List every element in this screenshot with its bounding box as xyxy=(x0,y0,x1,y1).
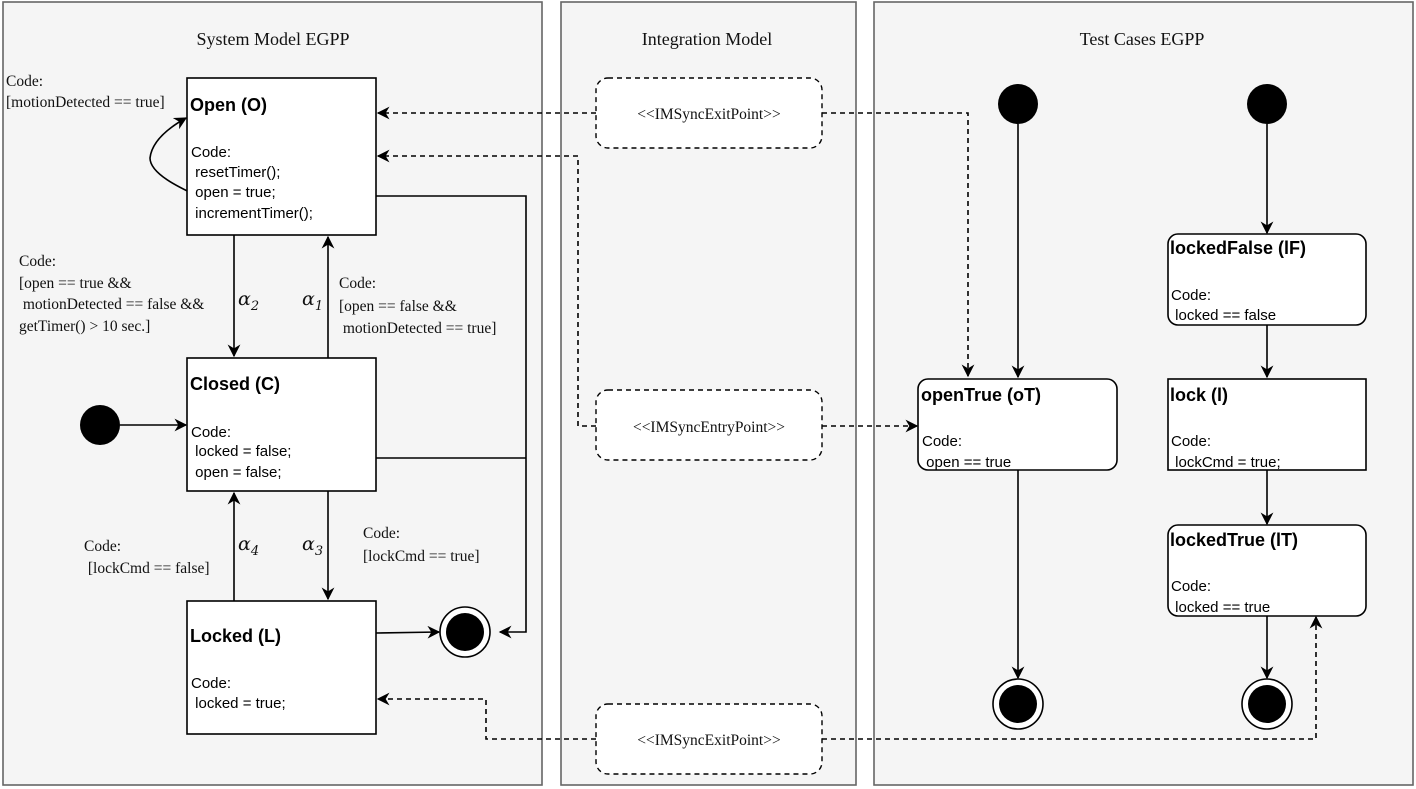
guard-alpha2-3: getTimer() > 10 sec.] xyxy=(19,318,150,335)
system-model-title: System Model EGPP xyxy=(196,29,349,49)
state-opentrue xyxy=(917,378,1118,471)
system-initial-node xyxy=(80,405,120,445)
guard-alpha2-1: [open == true && xyxy=(19,275,132,292)
alpha1-label: α1 xyxy=(302,288,323,314)
state-lockedtrue-name: lockedTrue (lT) xyxy=(1170,530,1298,550)
self-loop-transition xyxy=(149,117,201,198)
test1-final-node-core xyxy=(999,685,1037,723)
state-lockedtrue-code-0: Code: xyxy=(1171,578,1211,595)
state-closed-code-1: locked = false; xyxy=(191,443,291,460)
guard-alpha3-0: Code: xyxy=(363,525,400,542)
state-opentrue-code-1: open == true xyxy=(922,454,1011,471)
guard-alpha1-2: motionDetected == true] xyxy=(339,320,496,337)
state-lock xyxy=(1167,378,1367,471)
guard-alpha2-2: motionDetected == false && xyxy=(19,296,204,313)
integration-model-title: Integration Model xyxy=(642,29,772,49)
state-locked-code-0: Code: xyxy=(191,675,231,692)
state-open-code-0: Code: xyxy=(191,144,231,161)
sync-exit-top-to-opentrue xyxy=(822,112,975,378)
sync-exit-point-bottom xyxy=(595,703,823,775)
open-to-final-transition xyxy=(376,195,527,639)
alpha4-label: α4 xyxy=(238,533,259,559)
state-locked-name: Locked (L) xyxy=(190,626,281,646)
state-locked xyxy=(186,600,377,735)
state-closed-name: Closed (C) xyxy=(190,374,280,394)
state-open-code-3: incrementTimer(); xyxy=(191,205,313,222)
state-lock-code-1: lockCmd = true; xyxy=(1171,454,1281,471)
sync-entry-point xyxy=(595,389,823,461)
state-open-name: Open (O) xyxy=(190,95,267,115)
state-lockedtrue-code-1: locked == true xyxy=(1171,599,1270,616)
guard-self-1: [motionDetected == true] xyxy=(6,94,165,111)
state-closed-code-0: Code: xyxy=(191,424,231,441)
state-lock-code-0: Code: xyxy=(1171,433,1211,450)
state-lockedfalse-name: lockedFalse (lF) xyxy=(1170,238,1306,258)
state-lockedfalse-code-1: locked == false xyxy=(1171,307,1276,324)
sync-exit-point-bottom-label: <<IMSyncExitPoint>> xyxy=(637,732,780,749)
guard-alpha1-0: Code: xyxy=(339,275,376,292)
state-closed xyxy=(186,357,377,492)
state-opentrue-code-0: Code: xyxy=(922,433,962,450)
sync-exit-bottom-to-lockedtrue xyxy=(822,615,1323,740)
system-final-node-core xyxy=(446,613,484,651)
state-closed-code-2: open = false; xyxy=(191,464,281,481)
test2-final-node-core xyxy=(1248,685,1286,723)
sync-exit-point-top-label: <<IMSyncExitPoint>> xyxy=(637,106,780,123)
state-lockedtrue xyxy=(1167,524,1367,617)
guard-alpha4-0: Code: xyxy=(84,538,121,555)
alpha2-label: α2 xyxy=(238,288,259,314)
state-locked-code-1: locked = true; xyxy=(191,695,286,712)
state-open-code-1: resetTimer(); xyxy=(191,164,280,181)
sync-exit-bottom-to-locked xyxy=(376,692,596,740)
sync-exit-point-top xyxy=(595,77,823,149)
guard-alpha4-1: [lockCmd == false] xyxy=(84,560,210,577)
test2-initial-node xyxy=(1247,84,1287,124)
test1-initial-node xyxy=(998,84,1038,124)
state-lockedfalse xyxy=(1167,233,1367,326)
guard-alpha3-1: [lockCmd == true] xyxy=(363,548,480,565)
state-open-code-2: open = true; xyxy=(191,184,276,201)
state-opentrue-name: openTrue (oT) xyxy=(921,385,1041,405)
test-cases-title: Test Cases EGPP xyxy=(1080,29,1205,49)
guard-self-0: Code: xyxy=(6,73,43,90)
alpha3-label: α3 xyxy=(302,533,323,559)
sync-entry-to-open xyxy=(376,149,596,427)
state-lockedfalse-code-0: Code: xyxy=(1171,287,1211,304)
state-open xyxy=(186,77,377,236)
state-lock-name: lock (l) xyxy=(1170,385,1228,405)
guard-alpha1-1: [open == false && xyxy=(339,298,457,315)
guard-alpha2-0: Code: xyxy=(19,253,56,270)
sync-entry-point-label: <<IMSyncEntryPoint>> xyxy=(633,419,785,436)
locked-to-final-transition xyxy=(375,625,441,639)
